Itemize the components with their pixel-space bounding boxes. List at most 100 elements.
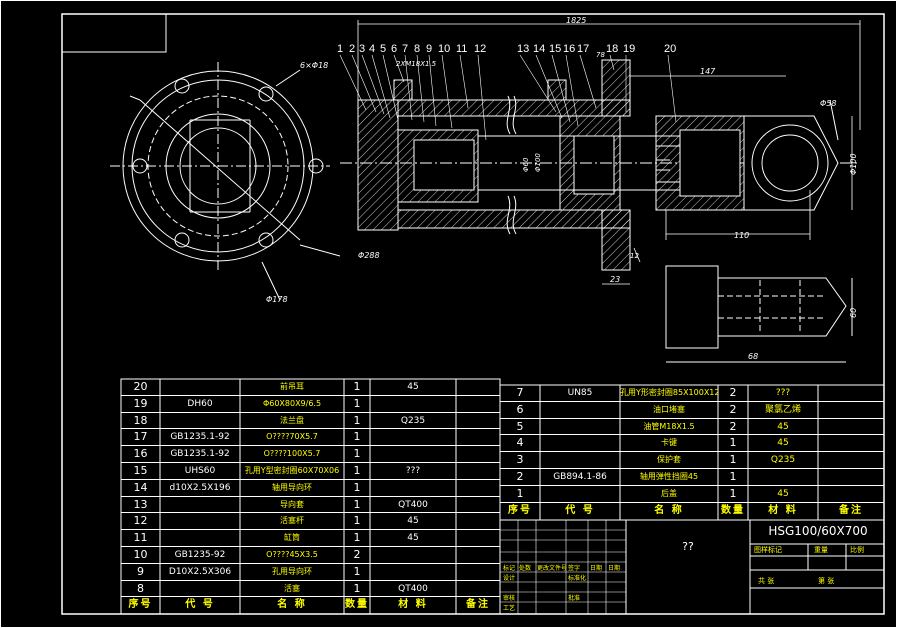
- cell-note: [818, 435, 884, 452]
- cell-name: 保护套: [657, 455, 681, 465]
- callout-15: 15: [549, 43, 561, 55]
- len-147-dim: 147: [700, 67, 716, 76]
- cell-code: GB1235.1-92: [170, 432, 230, 443]
- cell-no: 1: [516, 486, 524, 500]
- cell-no: 5: [516, 419, 524, 433]
- cell-code: D10X2.5X306: [168, 566, 232, 577]
- cell-note: [456, 413, 500, 430]
- drawing-number: HSG100/60X700: [768, 524, 868, 538]
- header-code: 代 号: [565, 504, 595, 516]
- cell-note: [456, 463, 500, 480]
- cell-mat: ???: [775, 388, 791, 398]
- sign-extra-2: 批准: [568, 595, 581, 602]
- cell-mat: 45: [777, 421, 789, 432]
- side-68-dim: 68: [748, 352, 758, 361]
- cell-name: 孔用Y型密封圈60X70X06: [244, 466, 340, 475]
- cell-name: 前吊耳: [280, 382, 304, 391]
- cell-note: [456, 446, 500, 463]
- cell-qty: 1: [729, 453, 737, 467]
- cell-code: [160, 581, 240, 598]
- cell-qty: 1: [353, 531, 361, 545]
- callout-5: 5: [380, 43, 386, 55]
- cell-no: 9: [137, 564, 144, 578]
- cell-qty: 2: [729, 402, 737, 416]
- side-detail-view: [665, 265, 853, 363]
- cell-note: [456, 564, 500, 581]
- cell-qty: 1: [353, 497, 361, 511]
- overall-length-dim: 1825: [566, 16, 586, 25]
- cell-mat: [370, 547, 456, 564]
- cell-no: 19: [133, 396, 148, 410]
- cell-no: 8: [137, 581, 144, 595]
- callout-6: 6: [391, 43, 397, 55]
- callout-2: 2: [349, 43, 355, 55]
- cell-name: 油口堵塞: [653, 404, 685, 414]
- callout-10: 10: [438, 43, 450, 55]
- cell-note: [456, 480, 500, 497]
- len-12-dim: 12: [630, 252, 639, 260]
- side-60-dim: 60: [849, 308, 858, 318]
- cell-name: O????100X5.7: [263, 449, 321, 459]
- cell-name: Φ60X80X9/6.5: [262, 398, 322, 408]
- cell-note: [818, 419, 884, 436]
- callout-numbers: 1 2 3 4 5 6 7 8 9 10 11 12 13 14 15 16 1…: [337, 43, 676, 55]
- cell-code: d10X2.5X196: [169, 482, 231, 493]
- callout-1: 1: [337, 43, 343, 55]
- cell-mat: [370, 564, 456, 581]
- corner-box: [61, 13, 167, 53]
- cell-name: O????45X3.5: [266, 550, 318, 559]
- cell-mat: [370, 446, 456, 463]
- cell-code: DH60: [187, 398, 213, 409]
- bolt-holes-dim: 6×Φ18: [300, 61, 328, 70]
- cell-no: 14: [133, 480, 148, 494]
- cell-mat: [370, 396, 456, 413]
- flange-dia-dim: Φ288: [358, 251, 380, 260]
- sign-col-1: 处数: [519, 565, 532, 572]
- cell-no: 2: [516, 470, 524, 483]
- cell-note: [818, 385, 884, 402]
- cell-name: 导向套: [280, 499, 304, 509]
- cell-mat: 45: [407, 533, 419, 544]
- cell-qty: 1: [353, 464, 361, 477]
- callout-20: 20: [664, 43, 676, 55]
- header-name: 名 称: [654, 504, 684, 516]
- header-mat: 材 料: [768, 504, 798, 516]
- cell-note: [456, 497, 500, 514]
- label-weight: 重量: [814, 546, 828, 554]
- cell-no: 18: [133, 413, 148, 427]
- header-note: 备注: [466, 599, 490, 611]
- label-scale: 比例: [850, 546, 864, 554]
- cell-note: [818, 452, 884, 469]
- header-no: 序号: [128, 599, 153, 611]
- callout-16: 16: [563, 43, 575, 55]
- cell-no: 15: [133, 464, 148, 477]
- cell-name: 活塞: [284, 583, 300, 593]
- cell-mat: Q235: [770, 455, 796, 466]
- cell-code: [540, 486, 620, 503]
- dimension-lines: [357, 20, 861, 285]
- len-78-dim: 78: [596, 51, 605, 59]
- cell-qty: 1: [729, 486, 737, 500]
- cell-code: [540, 452, 620, 469]
- cell-qty: 1: [353, 413, 361, 427]
- cell-qty: 1: [353, 447, 361, 461]
- cell-mat: [748, 469, 818, 486]
- sign-row-4: 工艺: [503, 605, 516, 612]
- cell-name: 轴用弹性挡圈45: [639, 472, 699, 481]
- cell-no: 7: [516, 386, 524, 399]
- callout-9: 9: [426, 43, 432, 55]
- cell-mat: 聚氯乙烯: [764, 404, 801, 415]
- cell-mat: [370, 480, 456, 497]
- cell-code: GB1235.1-92: [170, 449, 230, 460]
- cell-name: 后盖: [661, 488, 677, 498]
- cell-mat: 45: [777, 438, 789, 449]
